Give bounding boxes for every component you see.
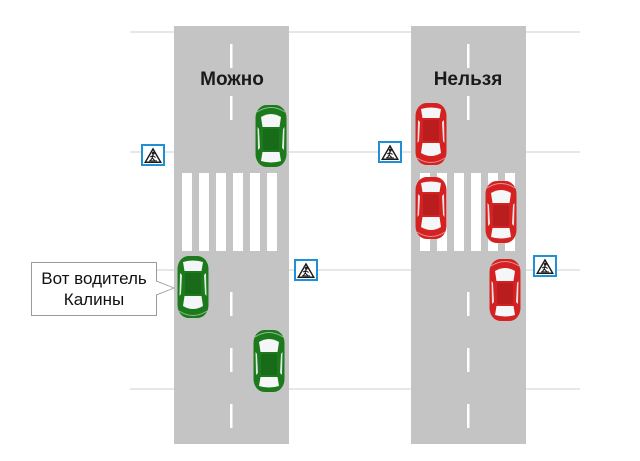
road-left xyxy=(174,26,289,444)
car-icon xyxy=(415,102,447,166)
callout-pointer-fill xyxy=(155,281,173,295)
heading-forbidden: Нельзя xyxy=(433,69,503,90)
pedestrian-crossing-sign-icon xyxy=(532,254,558,278)
car-icon xyxy=(253,329,285,393)
heading-allowed: Можно xyxy=(200,69,264,90)
pedestrian-crossing-sign-icon xyxy=(293,258,319,282)
crosswalk-left xyxy=(182,173,277,251)
car-icon xyxy=(489,258,521,322)
car-icon xyxy=(255,104,287,168)
callout-line-1: Вот водитель xyxy=(41,269,147,288)
car-icon xyxy=(485,180,517,244)
car-icon xyxy=(177,255,209,319)
center-lane-markings-right xyxy=(467,44,470,428)
pedestrian-crossing-sign-icon xyxy=(377,140,403,164)
center-lane-markings-left xyxy=(230,44,233,428)
pedestrian-crossing-sign-icon xyxy=(140,143,166,167)
callout-box: Вот водитель Калины xyxy=(31,262,157,316)
callout-line-2: Калины xyxy=(63,290,125,309)
car-icon xyxy=(415,176,447,240)
